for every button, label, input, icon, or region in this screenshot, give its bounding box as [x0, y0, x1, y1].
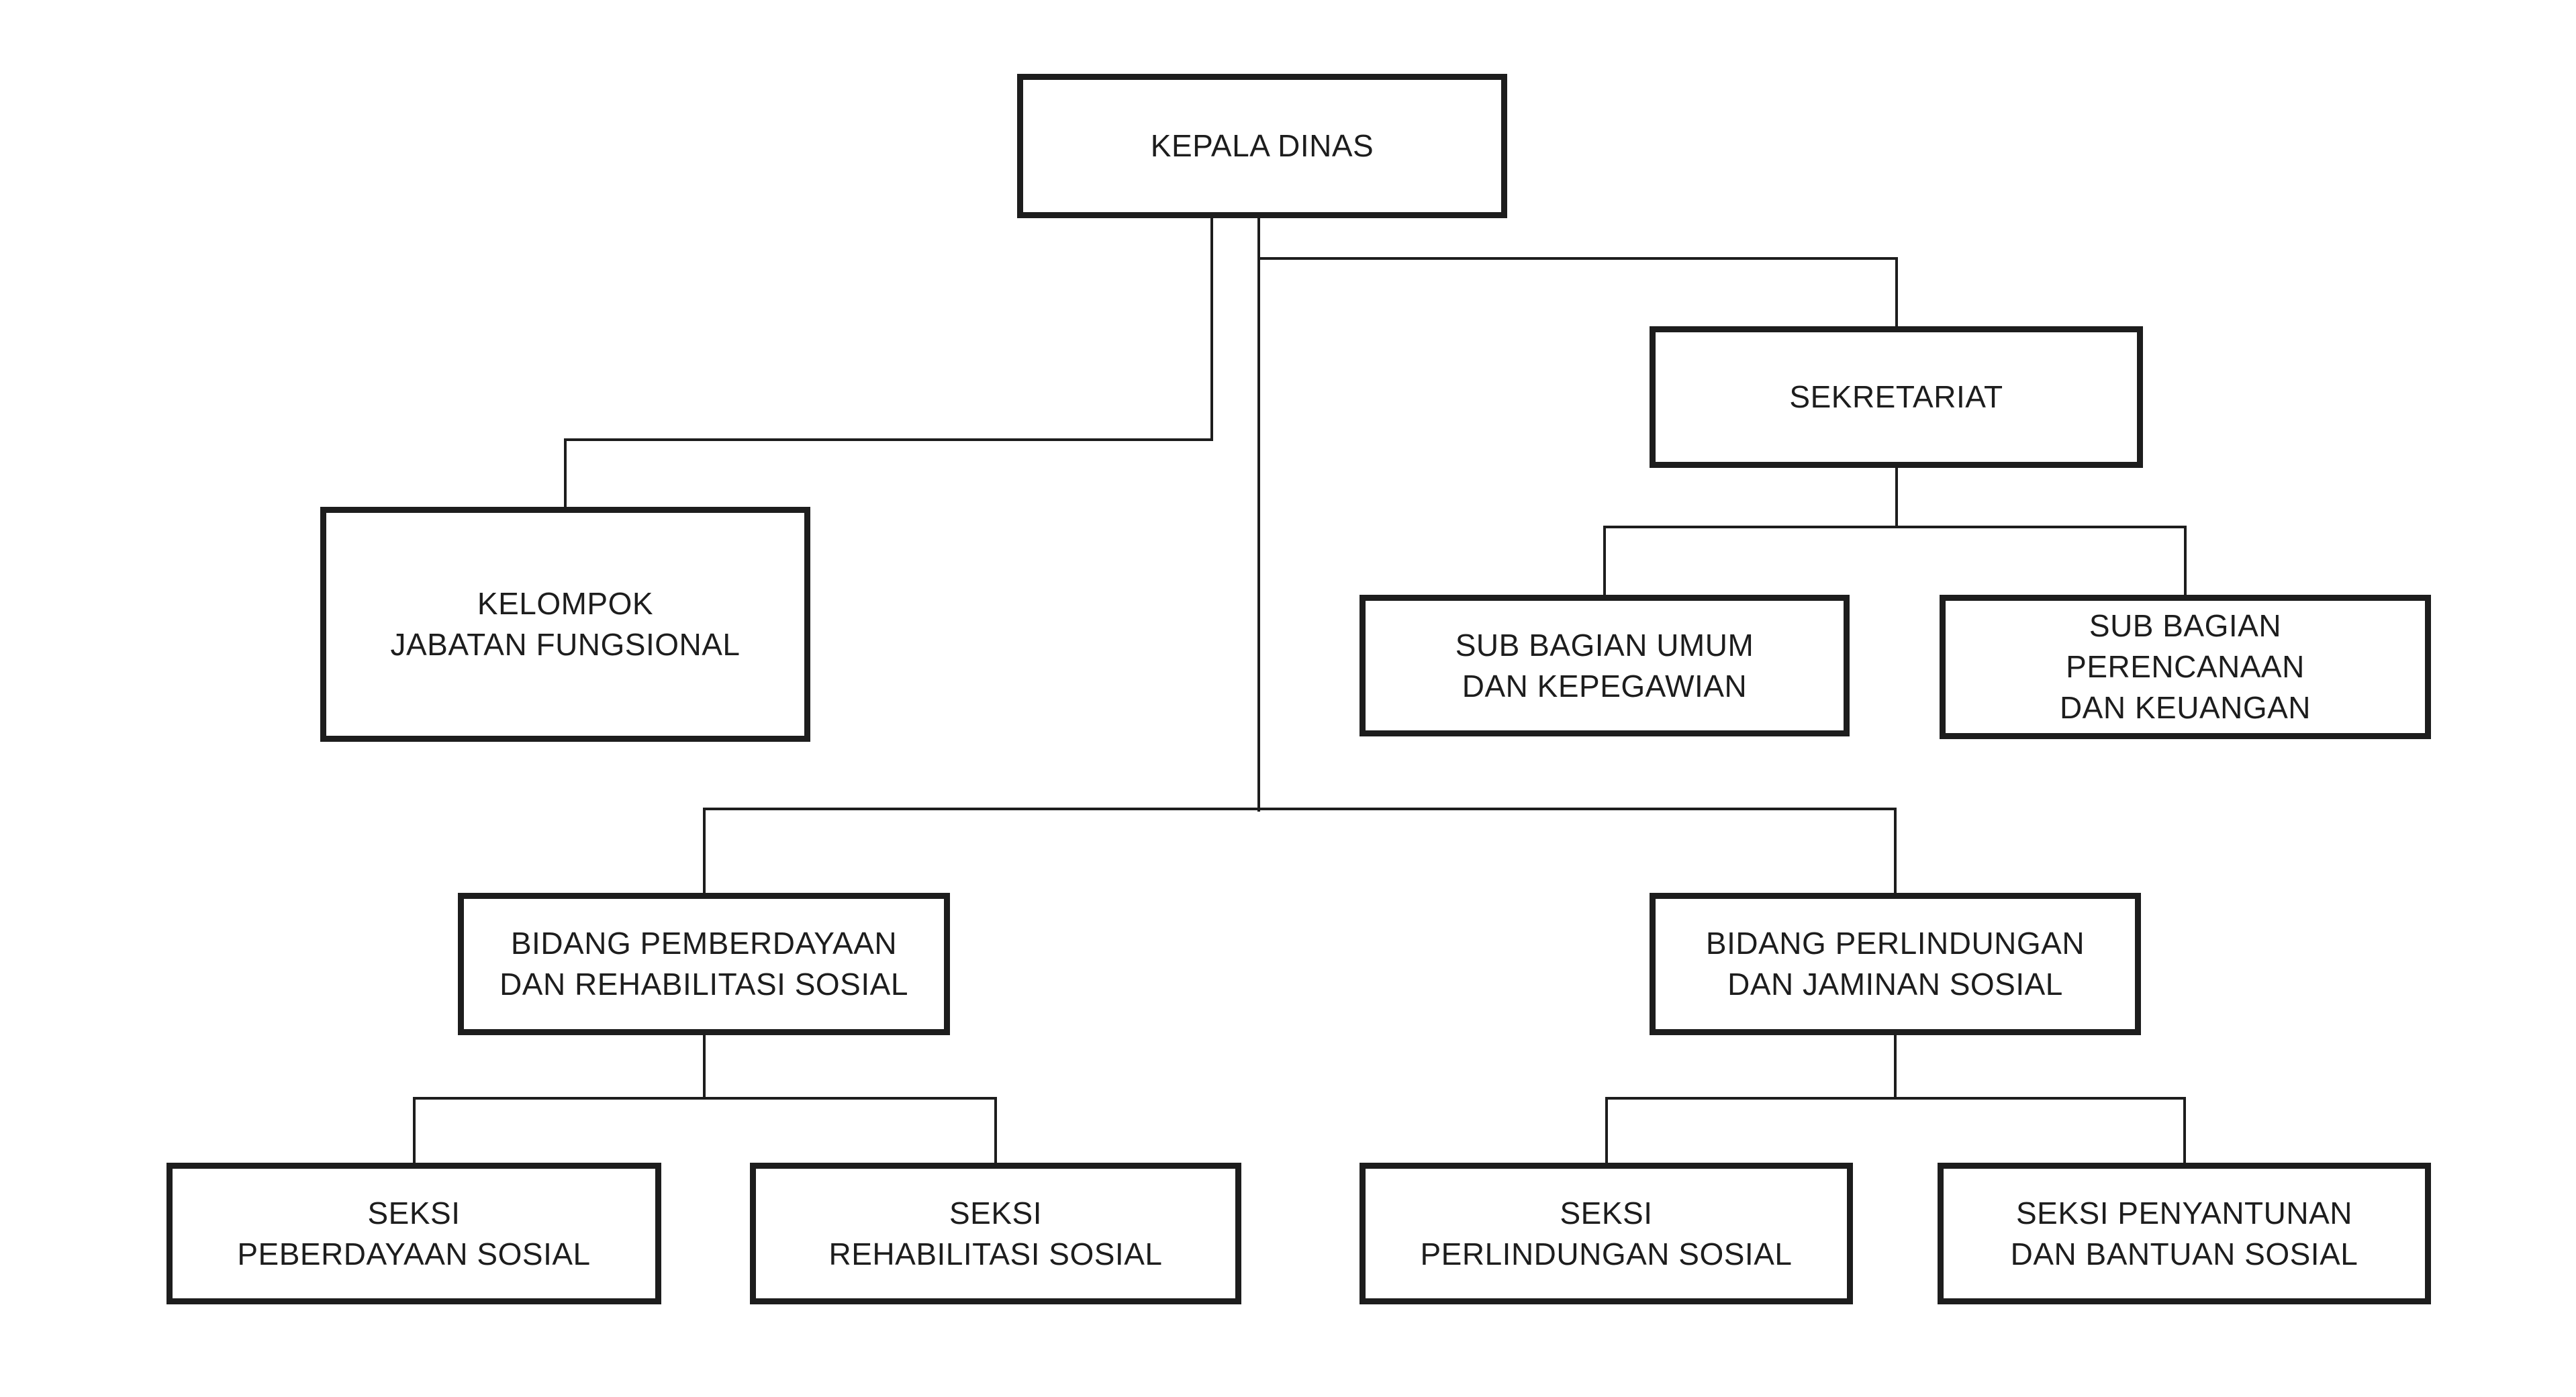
connector-pemberdayaan-bus — [413, 1097, 997, 1100]
connector-sekretariat-drop — [1895, 258, 1898, 330]
connector-bidang-bus — [703, 808, 1897, 810]
connector-seksi-perlindungan-drop — [1605, 1098, 1608, 1166]
label-line: SEKRETARIAT — [1789, 379, 2003, 415]
org-box-label: SEKSI REHABILITASI SOSIAL — [829, 1193, 1163, 1274]
org-box-label: KEPALA DINAS — [1151, 126, 1374, 166]
org-box-sub-bagian-perencanaan: SUB BAGIAN PERENCANAAN DAN KEUANGAN — [1940, 595, 2431, 739]
label-line: BIDANG PEMBERDAYAAN — [510, 926, 898, 961]
connector-sekretariat-out — [1895, 465, 1898, 527]
connector-pemberdayaan-out — [703, 1032, 706, 1098]
org-box-seksi-peberdayaan: SEKSI PEBERDAYAAN SOSIAL — [166, 1163, 661, 1304]
label-line: KEPALA DINAS — [1150, 128, 1374, 164]
org-box-label: BIDANG PERLINDUNGAN DAN JAMINAN SOSIAL — [1706, 923, 2085, 1004]
org-box-label: SEKSI PENYANTUNAN DAN BANTUAN SOSIAL — [2011, 1193, 2358, 1274]
connector-kepala-center-trunk — [1257, 218, 1260, 812]
connector-sekretariat-branch — [1257, 257, 1898, 260]
label-line: PEBERDAYAAN SOSIAL — [237, 1236, 591, 1271]
label-line: REHABILITASI SOSIAL — [828, 1236, 1163, 1271]
org-box-kelompok-jabatan: KELOMPOK JABATAN FUNGSIONAL — [320, 507, 810, 742]
label-line: BIDANG PERLINDUNGAN — [1705, 926, 2085, 961]
org-box-bidang-pemberdayaan: BIDANG PEMBERDAYAAN DAN REHABILITASI SOSI… — [458, 893, 950, 1035]
connector-sub-perencanaan-drop — [2184, 527, 2187, 598]
connector-kepala-left-drop — [1210, 218, 1213, 440]
label-line: PERLINDUNGAN SOSIAL — [1420, 1236, 1793, 1271]
label-line: DAN KEPEGAWIAN — [1462, 668, 1748, 704]
label-line: DAN REHABILITASI SOSIAL — [499, 967, 908, 1002]
label-line: DAN BANTUAN SOSIAL — [2010, 1236, 2358, 1271]
label-line: SUB BAGIAN — [2089, 608, 2282, 644]
label-line: SUB BAGIAN UMUM — [1455, 627, 1754, 663]
connector-seksi-penyantunan-drop — [2183, 1098, 2186, 1166]
org-box-sekretariat: SEKRETARIAT — [1650, 326, 2143, 468]
org-box-label: SEKSI PERLINDUNGAN SOSIAL — [1421, 1193, 1793, 1274]
label-line: SEKSI — [949, 1195, 1042, 1231]
org-box-kepala-dinas: KEPALA DINAS — [1017, 74, 1507, 218]
connector-bidang-pemberdayaan-drop — [703, 809, 706, 896]
label-line: DAN JAMINAN SOSIAL — [1727, 967, 2063, 1002]
label-line: SEKSI — [367, 1195, 461, 1231]
label-line: PERENCANAAN — [2066, 649, 2305, 685]
label-line: SEKSI — [1560, 1195, 1653, 1231]
connector-seksi-peberdayaan-drop — [413, 1098, 416, 1166]
label-line: KELOMPOK — [477, 586, 654, 622]
org-box-label: SUB BAGIAN PERENCANAAN DAN KEUANGAN — [2060, 606, 2311, 728]
connector-sub-umum-drop — [1603, 527, 1606, 598]
org-box-seksi-perlindungan: SEKSI PERLINDUNGAN SOSIAL — [1359, 1163, 1853, 1304]
connector-bidang-perlindungan-drop — [1894, 809, 1897, 896]
org-box-sub-bagian-umum: SUB BAGIAN UMUM DAN KEPEGAWIAN — [1359, 595, 1850, 736]
connector-kelompok-branch — [564, 438, 1213, 441]
connector-perlindungan-out — [1894, 1032, 1897, 1098]
connector-kelompok-drop — [564, 440, 567, 510]
org-box-bidang-perlindungan: BIDANG PERLINDUNGAN DAN JAMINAN SOSIAL — [1650, 893, 2141, 1035]
label-line: SEKSI PENYANTUNAN — [2016, 1195, 2352, 1231]
label-line: JABATAN FUNGSIONAL — [390, 627, 741, 662]
org-box-label: SUB BAGIAN UMUM DAN KEPEGAWIAN — [1456, 625, 1754, 706]
label-line: DAN KEUANGAN — [2059, 689, 2311, 725]
org-box-label: SEKRETARIAT — [1789, 377, 2003, 418]
org-box-label: BIDANG PEMBERDAYAAN DAN REHABILITASI SOSI… — [499, 923, 908, 1004]
connector-seksi-rehabilitasi-drop — [994, 1098, 997, 1166]
org-box-label: KELOMPOK JABATAN FUNGSIONAL — [390, 583, 740, 665]
connector-perlindungan-bus — [1605, 1097, 2186, 1100]
org-box-seksi-penyantunan: SEKSI PENYANTUNAN DAN BANTUAN SOSIAL — [1938, 1163, 2431, 1304]
connector-subbagian-bus — [1603, 526, 2187, 528]
org-box-label: SEKSI PEBERDAYAAN SOSIAL — [237, 1193, 590, 1274]
org-box-seksi-rehabilitasi: SEKSI REHABILITASI SOSIAL — [750, 1163, 1241, 1304]
